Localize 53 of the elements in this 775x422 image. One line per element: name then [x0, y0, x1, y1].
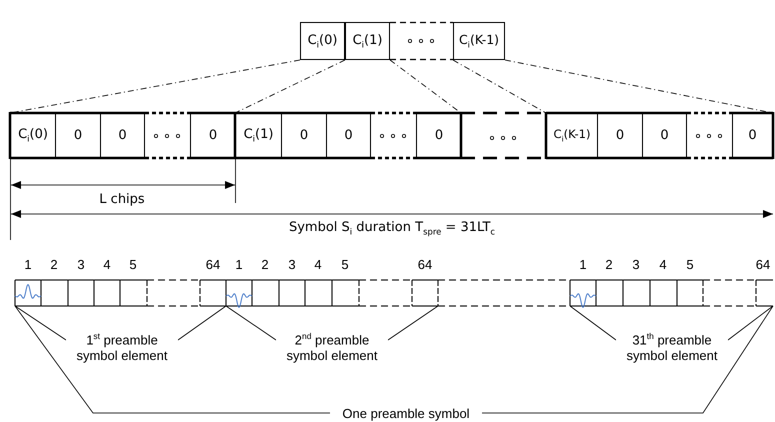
- dimension-label: L chips: [99, 192, 145, 207]
- element-index: 3: [77, 257, 85, 272]
- chip-cell: C$_{i}$(0): [10, 113, 55, 158]
- leader-line: [14, 306, 330, 414]
- element-index: 3: [288, 257, 296, 272]
- projection-line: [234, 60, 346, 114]
- chip-cell: 0: [326, 113, 371, 158]
- leader-line: [570, 306, 616, 340]
- preamble-symbol-row: [15, 280, 773, 306]
- element-index: 64: [418, 257, 432, 272]
- element-index: 64: [206, 257, 220, 272]
- leader-line: [178, 306, 226, 340]
- chip-cell: 0: [55, 113, 100, 158]
- chip-cell: 0: [190, 113, 235, 158]
- leader-line: [388, 306, 438, 340]
- leader-line: [728, 306, 774, 340]
- leader-line: [482, 306, 774, 414]
- chip-cell: 0: [416, 113, 461, 158]
- callout-text: 2$^{nd}$ preamble symbol element: [276, 330, 388, 362]
- code-chip-cell: C$_{i}$(0): [300, 22, 345, 60]
- element-index: 4: [314, 257, 322, 272]
- projection-line: [452, 60, 546, 114]
- element-index: 2: [605, 257, 613, 272]
- element-index: 4: [103, 257, 111, 272]
- element-index: 4: [659, 257, 667, 272]
- element-index: 5: [129, 257, 137, 272]
- preamble-symbol-element: [570, 280, 773, 306]
- element-index: 64: [756, 257, 770, 272]
- ellipsis-cell: [390, 22, 453, 60]
- chip-cell: 0: [281, 113, 326, 158]
- leader-line: [226, 306, 276, 340]
- element-index: 5: [341, 257, 349, 272]
- leader-line: [14, 306, 66, 340]
- dimension-label: Symbol S$_{i}$ duration T$_{spre}$ = 31LT$_{c}$: [288, 220, 496, 237]
- element-index: 1: [579, 257, 587, 272]
- chip-cell: 0: [732, 113, 773, 158]
- element-index: 1: [235, 257, 243, 272]
- chip-cell: 0: [642, 113, 687, 158]
- projection-line: [390, 60, 462, 114]
- element-index: 2: [50, 257, 58, 272]
- callout-text: 31$^{th}$ preamble symbol element: [616, 330, 728, 362]
- chip-cell: C$_{i}$(K-1): [546, 113, 597, 158]
- code-chip-cell: C$_{i}$(K-1): [453, 22, 505, 60]
- chip-cell: 0: [100, 113, 145, 158]
- element-index: 5: [686, 257, 694, 272]
- code-chip-cell: C$_{i}$(1): [345, 22, 390, 60]
- chip-cell: C$_{i}$(1): [235, 113, 281, 158]
- chip-cell: 0: [597, 113, 642, 158]
- element-index: 1: [24, 257, 32, 272]
- element-index: 3: [632, 257, 640, 272]
- element-index: 2: [261, 257, 269, 272]
- preamble-symbol-element: [15, 280, 226, 306]
- preamble-symbol-element: [226, 280, 438, 306]
